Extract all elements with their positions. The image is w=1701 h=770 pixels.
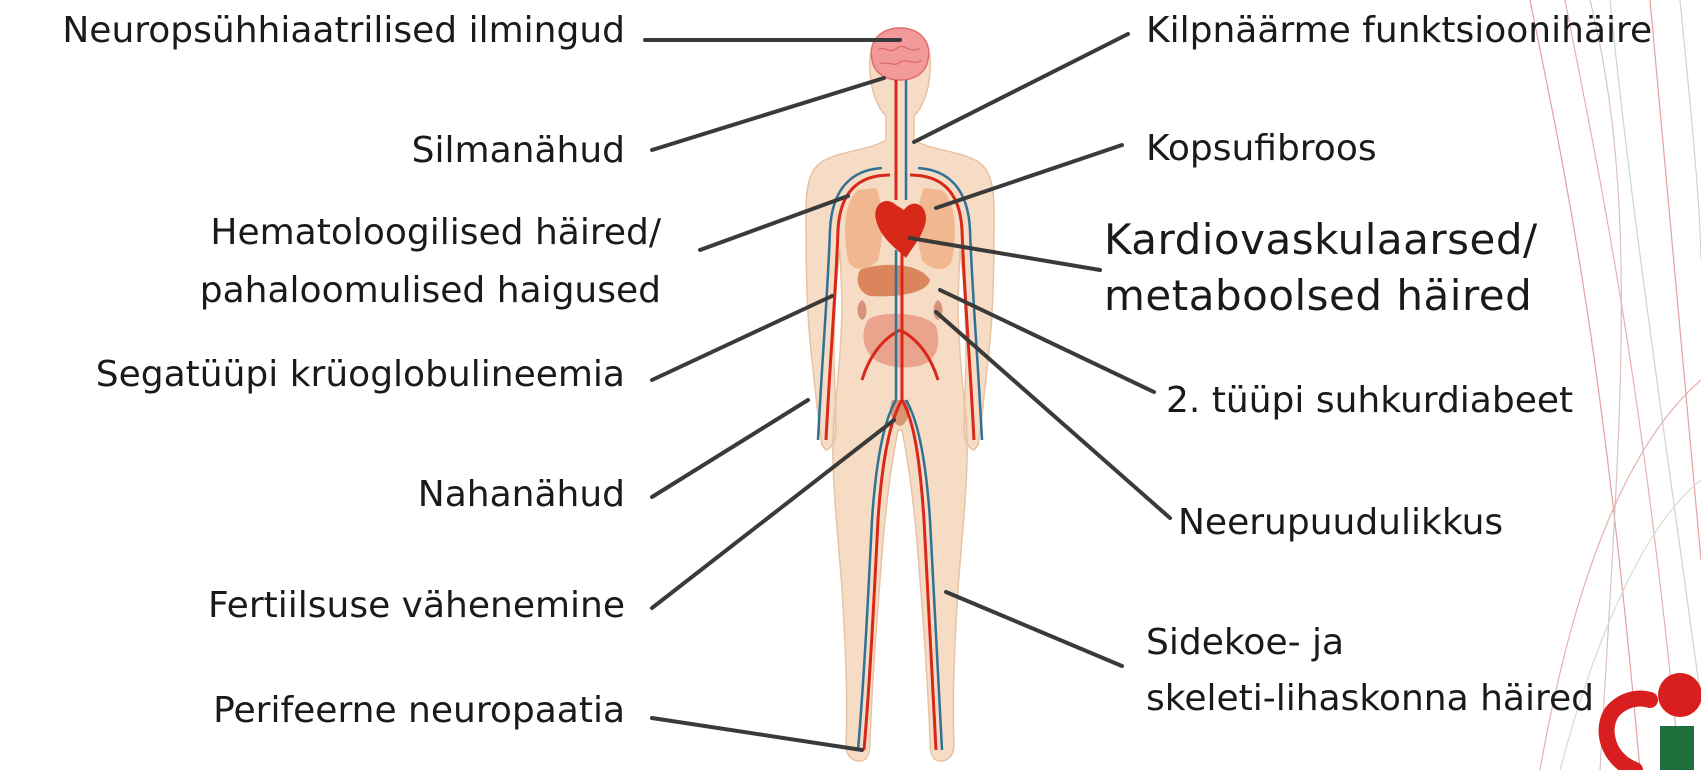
label-hematologic-line2: pahaloomulised haigused (200, 270, 661, 312)
brain (871, 28, 929, 80)
label-cardiovascular-line2: metaboolsed häired (1104, 268, 1532, 323)
leader-silm (652, 78, 884, 150)
leader-side (946, 592, 1122, 666)
label-connective-line2: skeleti-lihaskonna häired (1146, 678, 1594, 720)
body-silhouette (806, 28, 994, 761)
label-cardiovascular-line1: Kardiovaskulaarsed/ (1104, 212, 1538, 267)
label-diabetes: 2. tüüpi suhkurdiabeet (1166, 380, 1573, 422)
label-skin: Nahanähud (418, 474, 625, 516)
label-neuropsychiatric: Neuropsühhiaatrilised ilmingud (62, 10, 625, 52)
human-body-illustration (806, 28, 994, 761)
organization-logo (1607, 673, 1701, 770)
label-connective-line1: Sidekoe- ja (1146, 622, 1344, 664)
label-thyroid: Kilpnäärme funktsioonihäire (1146, 10, 1652, 52)
leader-peri (652, 718, 862, 750)
label-fertility: Fertiilsuse vähenemine (208, 585, 625, 627)
label-peripheral-neuropathy: Perifeerne neuropaatia (213, 690, 625, 732)
label-renal-failure: Neerupuudulikkus (1178, 502, 1503, 544)
label-hematologic-line1: Hematoloogilised häired/ (210, 212, 661, 254)
leader-kryo (652, 296, 832, 380)
leader-naha (652, 400, 808, 497)
leader-kilp (914, 34, 1128, 142)
label-cryoglobulinemia: Segatüüpi krüoglobulineemia (96, 354, 625, 396)
label-eye: Silmanähud (412, 130, 625, 172)
label-lung-fibrosis: Kopsufibroos (1146, 128, 1377, 170)
